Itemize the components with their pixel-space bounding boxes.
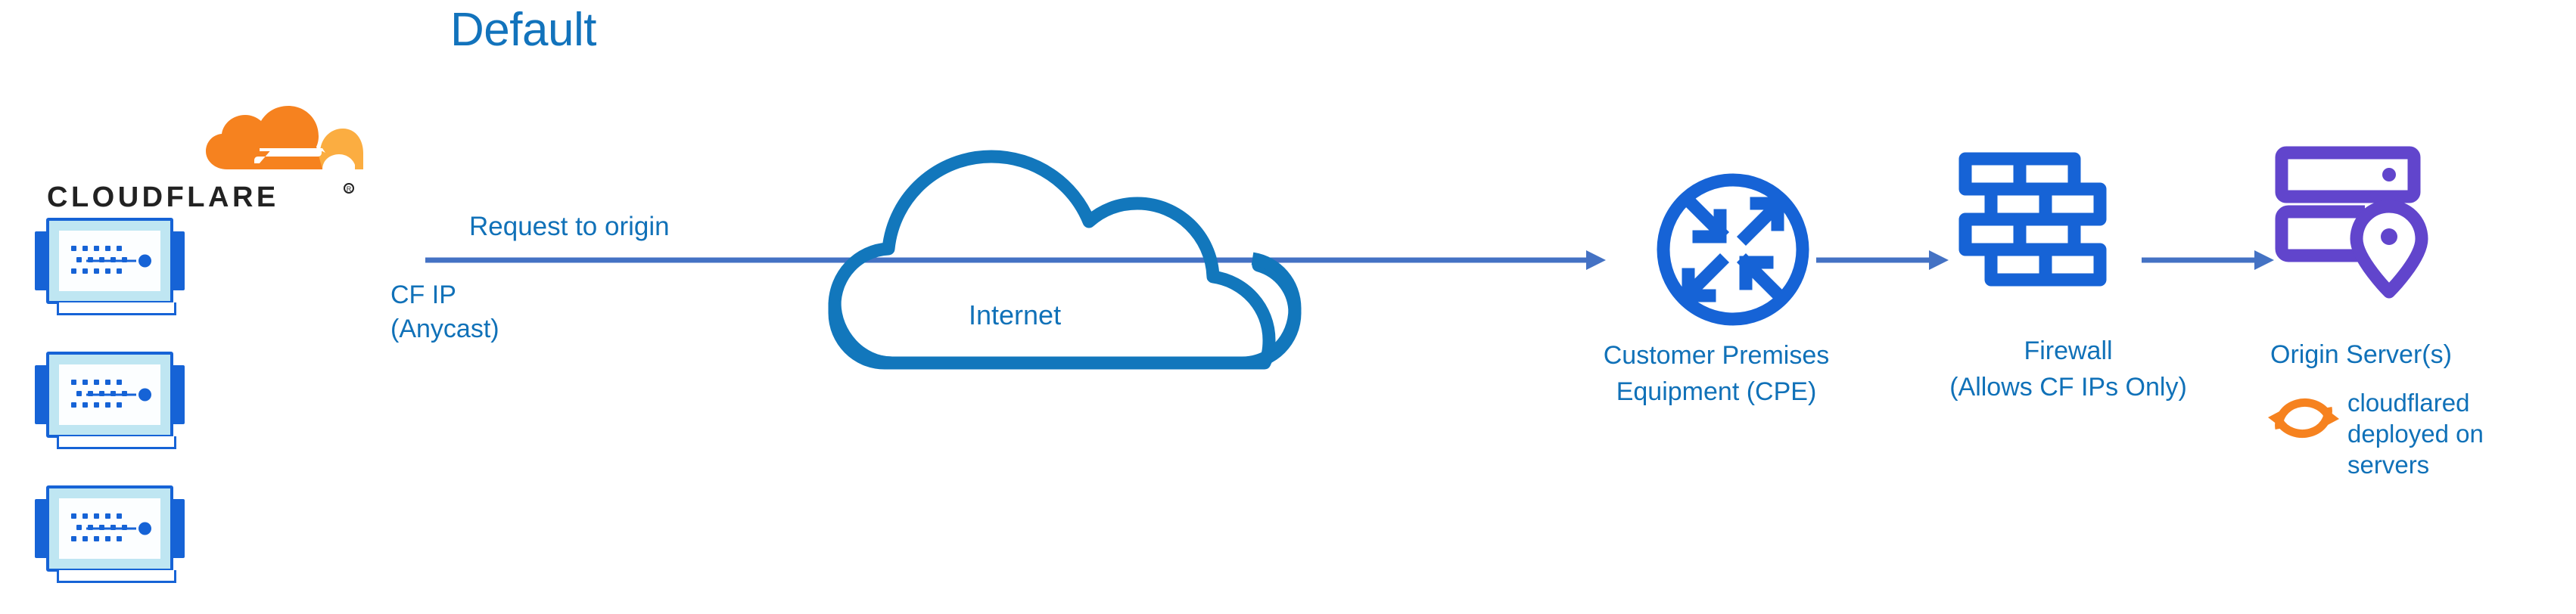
arrow-shaft	[2142, 257, 2257, 263]
server-chassis	[46, 218, 173, 304]
arrow-head	[2254, 250, 2274, 270]
sync-arrows-icon	[2268, 398, 2339, 439]
cpe-label: Customer Premises Equipment (CPE)	[1557, 337, 1875, 410]
arrow-shaft	[1816, 257, 1931, 263]
arrow-shaft	[425, 257, 1588, 263]
server-face	[59, 498, 160, 559]
firewall-label-line1: Firewall	[2024, 336, 2113, 365]
server-base	[57, 436, 176, 449]
server-chassis	[46, 352, 173, 438]
arrow-head	[1586, 250, 1606, 270]
cloudflare-wordmark: CLOUDFLARE R	[47, 181, 354, 213]
arrow-request-to-origin	[425, 250, 1606, 271]
server-led	[138, 254, 151, 268]
server-face-line	[86, 259, 136, 262]
cloud-icon	[828, 150, 1302, 370]
cf-ip-label-line2: (Anycast)	[390, 315, 499, 343]
origin-server-label: Origin Server(s)	[2270, 340, 2452, 369]
request-to-origin-label: Request to origin	[469, 212, 670, 241]
cf-ip-label-line1: CF IP	[390, 281, 456, 309]
router-icon	[1657, 173, 1809, 326]
arrow-firewall-to-origin	[2142, 250, 2274, 271]
cloudflare-logo: CLOUDFLARE R	[30, 106, 363, 216]
server-face-line	[86, 527, 136, 530]
server-location-icon	[2275, 146, 2428, 299]
arrow-cpe-to-firewall	[1816, 250, 1949, 271]
cloudflare-cloud-mark	[206, 106, 363, 169]
server-rack-unit-3	[34, 485, 185, 585]
cpe-label-line1: Customer Premises	[1603, 341, 1830, 370]
svg-text:R: R	[347, 185, 352, 193]
server-base	[57, 302, 176, 315]
server-face	[59, 231, 160, 291]
server-led	[138, 388, 151, 402]
page-title: Default	[450, 4, 596, 56]
arrow-head	[1929, 250, 1949, 270]
server-led	[138, 522, 151, 535]
server-rack-unit-2	[34, 352, 185, 451]
server-face-line	[86, 393, 136, 396]
svg-text:CLOUDFLARE: CLOUDFLARE	[47, 181, 279, 213]
server-chassis	[46, 485, 173, 572]
firewall-label: Firewall (Allows CF IPs Only)	[1906, 333, 2231, 405]
server-face	[59, 364, 160, 425]
server-rack-unit-1	[34, 218, 185, 318]
server-base	[57, 570, 176, 583]
cpe-label-line2: Equipment (CPE)	[1616, 377, 1817, 406]
cloudflared-annotation: cloudflared deployed on servers	[2347, 389, 2484, 479]
brick-wall-icon	[1958, 152, 2107, 287]
cf-ip-label: CF IP (Anycast)	[390, 278, 499, 346]
firewall-label-line2: (Allows CF IPs Only)	[1949, 373, 2187, 402]
internet-label: Internet	[969, 299, 1062, 330]
